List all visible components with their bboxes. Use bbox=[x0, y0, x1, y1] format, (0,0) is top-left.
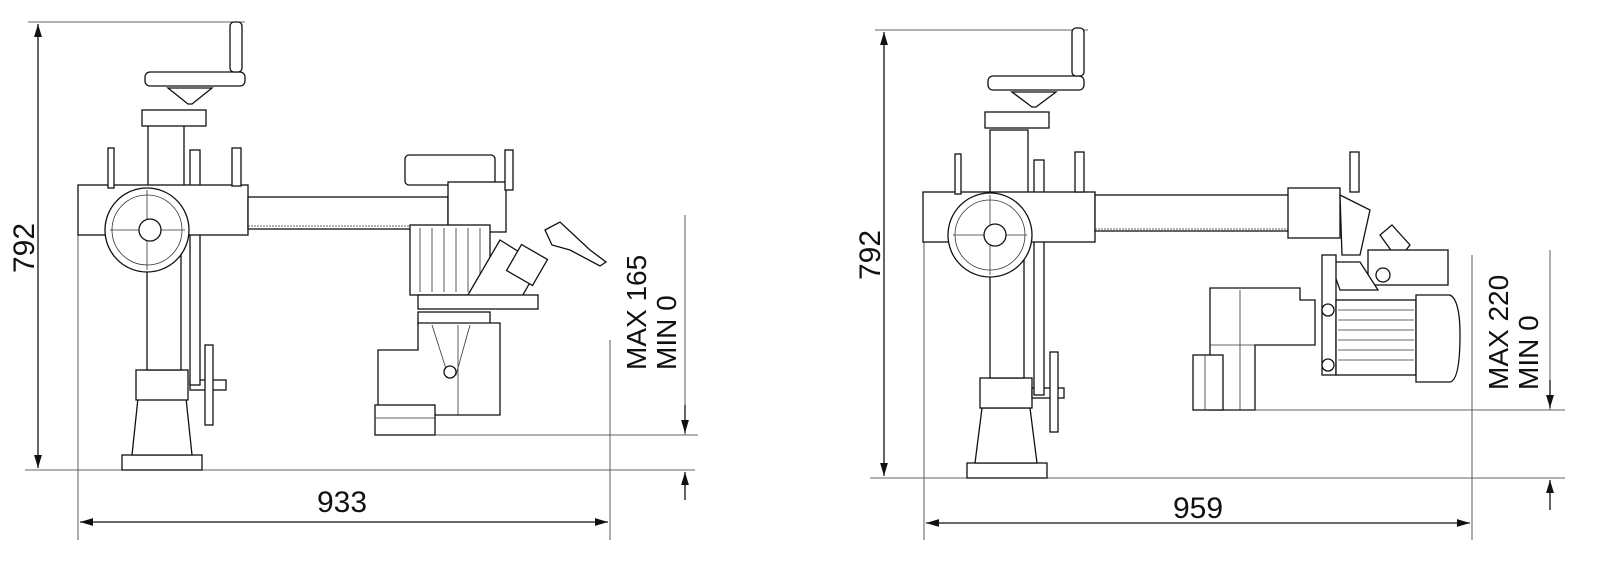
lock-pin bbox=[1074, 151, 1085, 193]
stroke-min-label: MIN 0 bbox=[1513, 315, 1544, 390]
clamp-handle bbox=[204, 344, 214, 426]
carriage bbox=[1287, 187, 1341, 239]
power-feeder-machine bbox=[922, 27, 1461, 479]
mounting-plate bbox=[417, 294, 539, 310]
column-base bbox=[966, 462, 1048, 479]
stroke-min-label: MIN 0 bbox=[651, 295, 682, 370]
flange-bolt bbox=[1321, 358, 1335, 372]
lock-pin bbox=[954, 153, 962, 195]
right-view: 792 959 MAX 220 MIN 0 bbox=[854, 27, 1565, 540]
height-rod bbox=[189, 149, 201, 386]
lock-pin bbox=[107, 147, 115, 189]
horizontal-beam bbox=[1094, 194, 1291, 232]
lock-pin bbox=[1349, 151, 1360, 193]
motor-fan-cover bbox=[1415, 294, 1461, 383]
column-collar bbox=[979, 377, 1033, 409]
lock-knob bbox=[1375, 267, 1391, 283]
top-handwheel bbox=[987, 75, 1085, 91]
left-view: 792 933 MAX 165 MIN 0 bbox=[8, 21, 698, 540]
bracket bbox=[417, 311, 491, 325]
crank-handle bbox=[229, 21, 243, 73]
column-foot bbox=[974, 407, 1038, 464]
height-dimension-label: 792 bbox=[854, 230, 887, 280]
power-feeder-machine bbox=[77, 21, 608, 471]
handwheel-hub bbox=[138, 218, 162, 242]
stroke-max-label: MAX 220 bbox=[1483, 275, 1514, 390]
flange-bolt bbox=[1321, 303, 1335, 317]
column-cap bbox=[984, 111, 1050, 129]
lock-pin bbox=[231, 147, 242, 187]
crank-handle bbox=[1071, 27, 1085, 77]
horizontal-beam bbox=[247, 196, 449, 230]
lock-box bbox=[505, 243, 549, 287]
feed-roller bbox=[374, 404, 436, 436]
lock-pin bbox=[504, 149, 514, 191]
upper-column bbox=[147, 124, 185, 191]
width-dimension-label: 933 bbox=[317, 486, 367, 519]
upper-column bbox=[989, 129, 1029, 196]
clamp-handle bbox=[1049, 351, 1059, 433]
height-rod bbox=[1033, 159, 1045, 396]
width-dimension-label: 959 bbox=[1173, 492, 1223, 525]
feeder-gearbox bbox=[1209, 287, 1316, 411]
hub-cone bbox=[166, 87, 214, 105]
column-base bbox=[121, 454, 203, 471]
column-cap bbox=[141, 109, 207, 127]
top-handwheel bbox=[144, 71, 246, 87]
column-foot bbox=[131, 397, 193, 456]
feeder-gearbox bbox=[377, 322, 501, 416]
angle-bracket bbox=[1339, 193, 1371, 256]
hub-cone bbox=[1010, 91, 1058, 108]
angle-head bbox=[1329, 261, 1380, 291]
clamp-lever bbox=[1031, 387, 1065, 399]
motor-body bbox=[1335, 299, 1417, 376]
gearbox-bolt bbox=[443, 365, 457, 379]
height-dimension-label: 792 bbox=[8, 223, 41, 273]
stroke-max-label: MAX 165 bbox=[621, 255, 652, 370]
motor-cap bbox=[404, 154, 496, 186]
column-collar bbox=[135, 369, 189, 401]
handwheel-hub bbox=[983, 223, 1007, 247]
clamp-lever-handle bbox=[544, 221, 608, 267]
feed-roller bbox=[1192, 354, 1224, 411]
